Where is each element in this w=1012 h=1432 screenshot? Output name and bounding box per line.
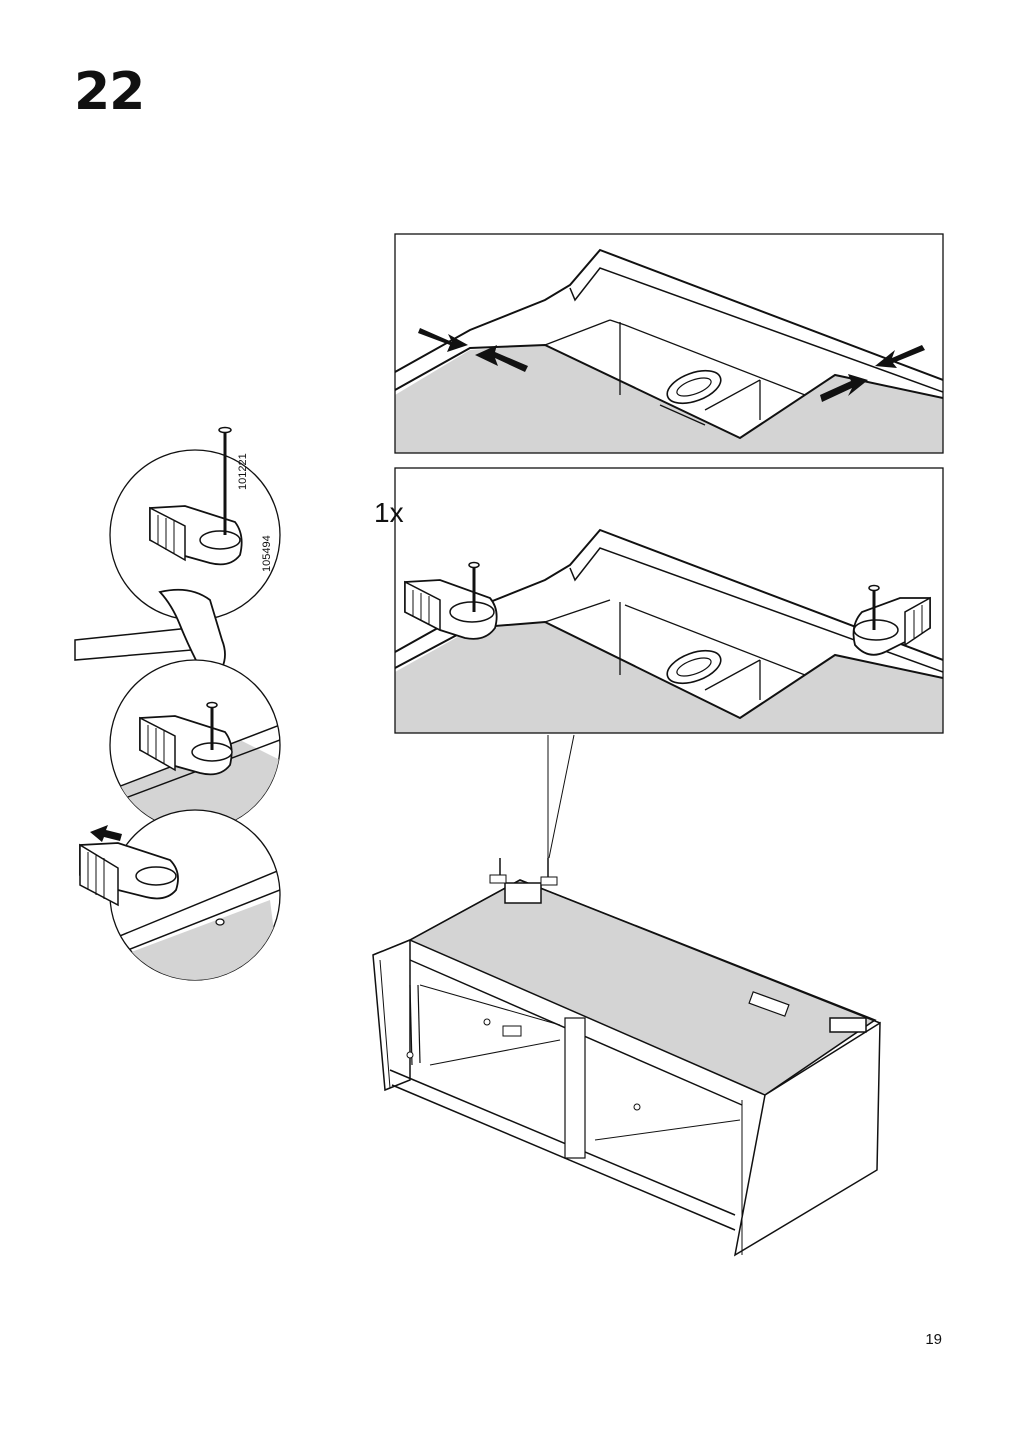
cabinet-illustration <box>372 858 881 1257</box>
nail-part-id: 101221 <box>237 453 249 490</box>
step-number: 22 <box>74 62 145 122</box>
detail-panel-alignment <box>394 233 944 454</box>
arrow-pull-icon <box>90 825 122 842</box>
clip-part-id: 105494 <box>261 535 273 572</box>
arrow-left-out-icon <box>475 345 528 372</box>
detail-circle-hammered <box>109 659 281 831</box>
small-clip-right-icon <box>540 858 558 886</box>
arrow-left-in-icon <box>418 328 468 352</box>
quantity-label: 1x <box>374 497 404 528</box>
arrow-right-out-icon <box>820 374 868 402</box>
clip-left-icon <box>404 561 498 640</box>
page-number: 19 <box>925 1331 942 1348</box>
detail-circle-nail-clip: 101221 105494 <box>109 426 281 621</box>
detail-circle-clip-removed <box>79 809 281 981</box>
arrow-right-in-icon <box>875 345 925 368</box>
small-clip-left-icon <box>489 858 507 884</box>
clip-right-icon <box>852 584 931 656</box>
detail-panel-clips <box>394 467 944 734</box>
